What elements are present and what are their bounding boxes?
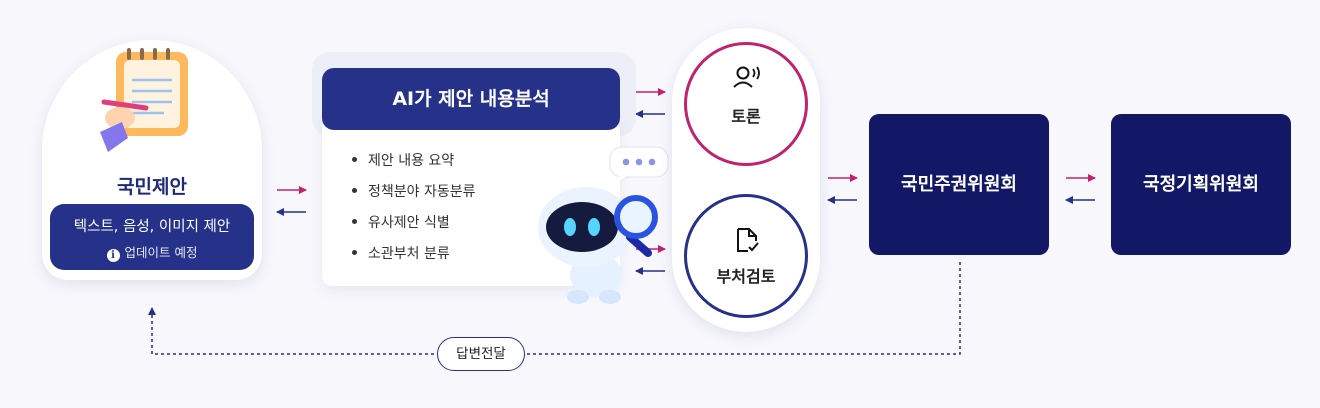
input-methods-box: 텍스트, 음성, 이미지 제안 i 업데이트 예정 [50,204,254,270]
update-note: i 업데이트 예정 [50,242,254,262]
arrow-pair-analysis-debate [635,88,666,118]
list-item: 정책분야 자동분류 [350,181,476,212]
arrow-pair-committees [1065,174,1096,204]
ministry-review-node: 부처검토 [684,194,808,318]
person-speaking-icon [733,66,760,88]
notepad-hand-icon [100,48,188,152]
arrow-pair-card1-card2 [276,186,307,216]
analysis-list: 제안 내용 요약 정책분야 자동분류 유사제안 식별 소관부처 분류 [350,150,476,274]
list-item: 유사제안 식별 [350,212,476,243]
answer-delivery-label: 답변전달 [437,337,525,371]
analysis-title: AI가 제안 내용분석 [322,68,620,130]
debate-label: 토론 [731,107,761,126]
debate-node: 토론 [684,42,808,166]
input-methods-text: 텍스트, 음성, 이미지 제안 [73,219,231,235]
list-item: 제안 내용 요약 [350,150,476,181]
list-item: 소관부처 분류 [350,243,476,274]
update-note-text: 업데이트 예정 [124,245,198,260]
arrow-pair-pill-committee [827,174,858,204]
sovereignty-committee-box: 국민주권위원회 [869,114,1049,255]
ministry-review-label: 부처검토 [716,267,776,286]
info-icon: i [106,249,120,262]
planning-committee-box: 국정기획위원회 [1111,114,1291,255]
robot-magnifier-illustration [538,146,669,304]
citizen-proposal-title: 국민제안 [117,176,187,198]
document-check-icon [737,228,759,252]
citizen-proposal-card: 국민제안 텍스트, 음성, 이미지 제안 i 업데이트 예정 [42,40,262,280]
